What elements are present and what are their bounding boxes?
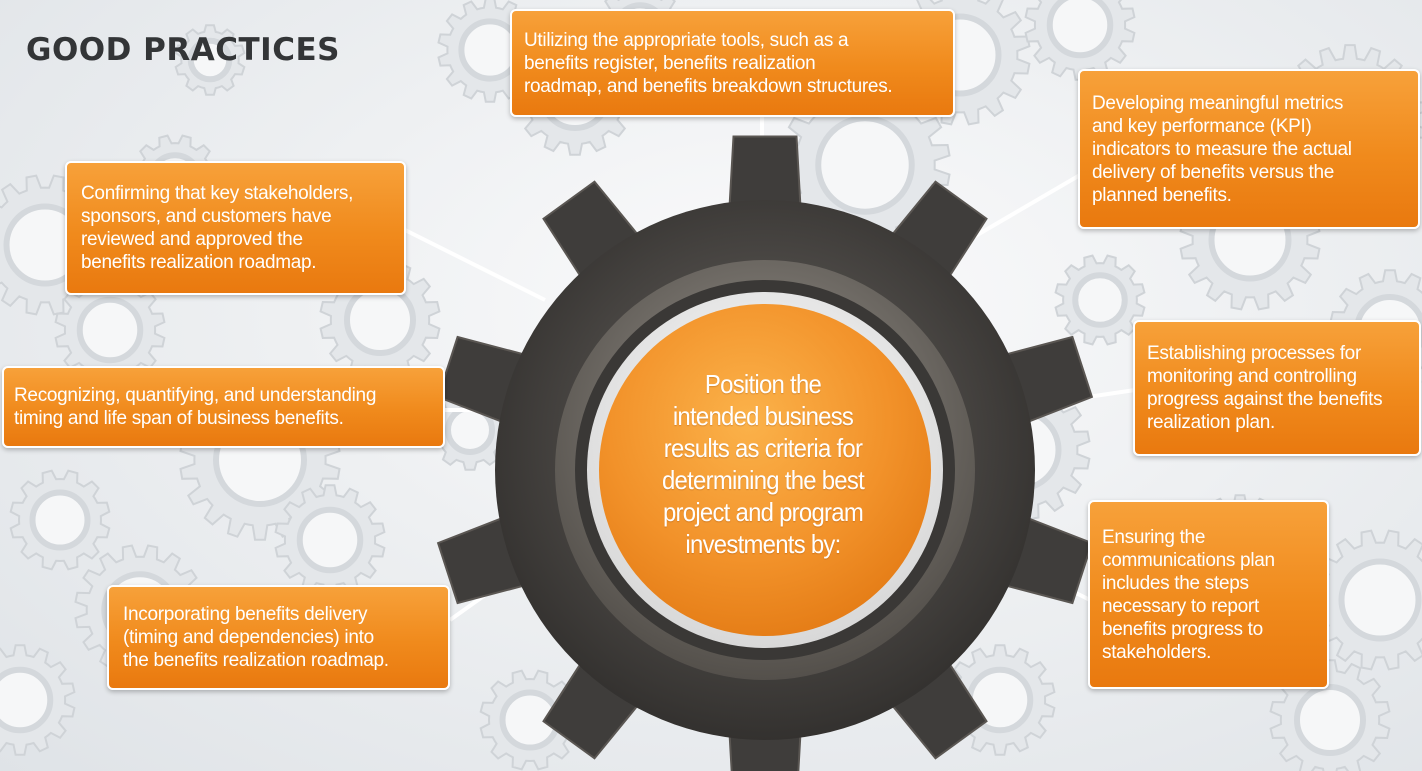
box-line: progress against the benefits	[1147, 389, 1383, 410]
practice-box-incorporating: Incorporating benefits delivery (timing …	[107, 585, 450, 690]
box-line: Recognizing, quantifying, and understand…	[14, 385, 377, 406]
box-line: Developing meaningful metrics	[1092, 92, 1344, 114]
practice-box-timing: Recognizing, quantifying, and understand…	[2, 366, 445, 448]
background-gear-hole	[1046, 0, 1114, 59]
box-line: reviewed and approved the	[81, 229, 303, 250]
practice-box-tools: Utilizing the appropriate tools, such as…	[510, 9, 955, 117]
box-line: roadmap, and benefits breakdown structur…	[524, 75, 893, 97]
box-line: stakeholders.	[1102, 641, 1212, 663]
box-line: necessary to report	[1102, 595, 1259, 617]
center-line: project and program	[662, 497, 864, 527]
box-line: the benefits realization roadmap.	[123, 650, 389, 671]
center-line: results as criteria for	[663, 433, 863, 463]
box-line: benefits realization roadmap.	[81, 252, 317, 273]
box-line: Establishing processes for	[1147, 343, 1361, 364]
box-line: planned benefits.	[1092, 184, 1232, 206]
box-line: delivery of benefits versus the	[1092, 161, 1335, 183]
practice-box-processes: Establishing processes for monitoring an…	[1133, 320, 1421, 456]
box-line: monitoring and controlling	[1147, 366, 1357, 387]
background-gear-hole	[187, 37, 233, 83]
connector-stakeholders	[404, 228, 546, 302]
box-line: (timing and dependencies) into	[123, 627, 374, 648]
background-gear-hole	[1338, 558, 1422, 642]
center-line: intended business	[672, 401, 854, 431]
box-line: sponsors, and customers have	[81, 206, 332, 227]
box-line: timing and life span of business benefit…	[14, 408, 344, 429]
center-line: investments by:	[685, 529, 841, 559]
background-gear-hole	[0, 666, 54, 734]
background-gear-hole	[1294, 684, 1366, 756]
box-line: and key performance (KPI)	[1092, 115, 1312, 137]
box-line: indicators to measure the actual	[1092, 138, 1352, 160]
center-line: determining the best	[661, 465, 865, 495]
box-line: communications plan	[1102, 549, 1275, 571]
practice-box-communications: Ensuring the communications plan include…	[1088, 500, 1329, 689]
practice-box-stakeholders: Confirming that key stakeholders, sponso…	[65, 161, 406, 295]
background-gear-hole	[29, 489, 91, 551]
background-gear-hole	[296, 506, 364, 574]
box-line: realization plan.	[1147, 412, 1275, 433]
center-statement: Position the intended business results a…	[630, 368, 897, 560]
page-title: GOOD PRACTICES	[26, 32, 340, 68]
box-line: benefits progress to	[1102, 618, 1263, 640]
box-line: Incorporating benefits delivery	[123, 604, 368, 625]
background-gear-hole	[1072, 272, 1128, 328]
box-line: includes the steps	[1102, 572, 1249, 594]
box-line: Ensuring the	[1102, 526, 1206, 548]
background-gear-hole	[76, 296, 144, 364]
box-line: Confirming that key stakeholders,	[81, 183, 354, 204]
practice-box-metrics: Developing meaningful metrics and key pe…	[1078, 69, 1420, 229]
background-gear-hole	[815, 115, 915, 215]
gear-center-disc	[599, 304, 931, 636]
center-line: Position the	[704, 369, 822, 399]
box-line: Utilizing the appropriate tools, such as…	[524, 29, 849, 51]
box-line: benefits register, benefits realization	[524, 52, 816, 74]
